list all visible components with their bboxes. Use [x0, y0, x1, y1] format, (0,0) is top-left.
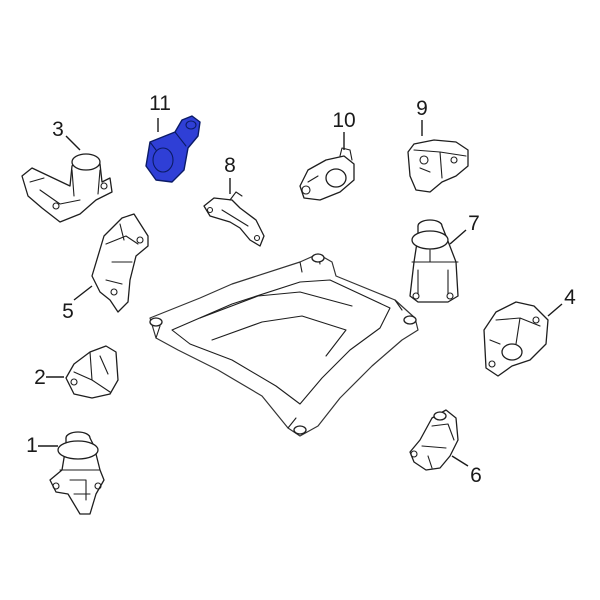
part-2-mount — [65, 345, 119, 399]
callout-4: 4 — [564, 286, 576, 309]
part-5-bracket — [91, 213, 149, 313]
callout-8: 8 — [224, 154, 236, 177]
part-9-mount — [407, 139, 469, 193]
part-3-mount — [21, 153, 113, 223]
leader-3 — [65, 135, 81, 151]
callout-10: 10 — [332, 109, 355, 132]
part-10-mount — [299, 147, 355, 201]
callout-5: 5 — [62, 300, 74, 323]
part-6-mount — [409, 409, 459, 471]
callout-7: 7 — [468, 212, 480, 235]
callout-1: 1 — [26, 434, 38, 457]
callout-3: 3 — [52, 118, 64, 141]
leader-4 — [547, 303, 563, 317]
leader-lines — [38, 118, 563, 467]
callout-11: 11 — [149, 92, 171, 115]
subframe — [149, 253, 419, 437]
part-11-torque-rod[interactable] — [145, 115, 201, 183]
part-7-mount — [409, 219, 459, 303]
leader-7 — [449, 229, 467, 245]
part-8-bracket — [203, 191, 265, 247]
part-1-mount — [49, 431, 105, 515]
callout-labels: 11 3 8 10 9 7 5 2 4 1 6 — [26, 92, 576, 487]
callout-6: 6 — [470, 464, 482, 487]
callout-9: 9 — [416, 97, 428, 120]
callout-2: 2 — [34, 366, 46, 389]
part-4-mount — [483, 301, 549, 377]
leader-5 — [73, 285, 93, 301]
leader-6 — [451, 455, 469, 467]
